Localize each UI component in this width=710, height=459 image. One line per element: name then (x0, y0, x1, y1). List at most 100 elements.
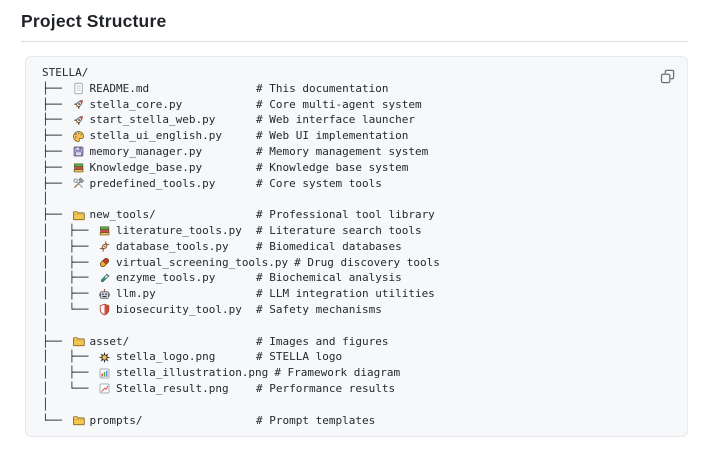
tree-branch: │ └── (42, 381, 95, 395)
tree-row: ├── memory_manager.py# Memory management… (42, 144, 671, 160)
file-name: README.md (89, 81, 150, 95)
tree-branch: └── (42, 413, 69, 427)
dir-name: new_tools/ (89, 208, 156, 222)
tree-row-left: ├── predefined_tools.py (42, 176, 250, 192)
file-name: stella_logo.png (115, 350, 216, 364)
comment: # Knowledge base system (256, 160, 409, 174)
file-name: database_tools.py (115, 239, 229, 253)
tree-branch: ├── (42, 144, 69, 158)
tree-row-left: │ └── Stella_result.png (42, 381, 250, 397)
comment: # Biomedical databases (256, 239, 402, 253)
chart-up-icon (98, 382, 111, 395)
tree-row: ├── README.md # This documentation (42, 81, 671, 97)
tree-row-left: │ ├── virtual_screening_tools.py (42, 255, 288, 271)
file-name: predefined_tools.py (89, 176, 216, 190)
readme-section: Project Structure STELLA/ ├── README.md # … (21, 11, 688, 438)
tree-branch: ├── (42, 334, 69, 348)
tree-row-left: STELLA/ (42, 65, 250, 81)
file-name: stella_core.py (89, 97, 183, 111)
comment: # Literature search tools (256, 223, 422, 237)
tree-row-left: │ (42, 191, 250, 207)
tree-branch: │ (42, 318, 49, 332)
dir-name: asset/ (89, 334, 130, 348)
folder-icon (72, 414, 85, 427)
tree-row-left: │ ├── enzyme_tools.py (42, 270, 250, 286)
tree-row: │ (42, 397, 671, 413)
rocket-icon (72, 114, 85, 127)
comment: # Safety mechanisms (256, 302, 382, 316)
dir-name: STELLA/ (42, 66, 89, 79)
tree-row-left: │ ├── llm.py (42, 286, 250, 302)
comment: # Drug discovery tools (294, 255, 440, 269)
tree-branch: │ ├── (42, 255, 95, 269)
section-heading: Project Structure (21, 11, 167, 31)
tree-row: └── prompts/# Prompt templates (42, 413, 671, 429)
comment: # Framework diagram (274, 366, 401, 380)
tree-row-left: └── prompts/ (42, 413, 250, 429)
tree-branch: ├── (42, 113, 69, 127)
file-name: Knowledge_base.py (89, 160, 203, 174)
tree-branch: │ ├── (42, 271, 95, 285)
file-name: virtual_screening_tools.py (115, 255, 289, 269)
comment: # Core multi-agent system (256, 97, 422, 111)
tree-branch: │ ├── (42, 350, 95, 364)
tree-row: ├── start_stella_web.py # Web interface l… (42, 112, 671, 128)
tree-branch: │ ├── (42, 239, 95, 253)
tree-row-left: ├── new_tools/ (42, 207, 250, 223)
shield-icon (98, 303, 111, 316)
tree-row: │ └── Stella_result.png # Performance res… (42, 381, 671, 397)
tree-row: │ (42, 318, 671, 334)
file-name: llm.py (115, 287, 156, 301)
books-icon (98, 224, 111, 237)
copy-button[interactable] (654, 63, 680, 89)
code-block: STELLA/ ├── README.md # This documentation… (25, 56, 688, 438)
tree-row: │ ├── stella_illustration.png# Framework… (42, 365, 671, 381)
comment: # This documentation (256, 81, 389, 95)
file-name: enzyme_tools.py (115, 271, 216, 285)
tree-branch: ├── (42, 129, 69, 143)
palette-icon (72, 130, 85, 143)
floppy-disk-icon (72, 145, 85, 158)
tree-row-left: ├── memory_manager.py (42, 144, 250, 160)
tree-row: │ ├── literature_tools.py# Literature se… (42, 223, 671, 239)
tree-row-left: ├── stella_ui_english.py (42, 128, 250, 144)
tree-branch: │ ├── (42, 366, 95, 380)
copy-icon (660, 69, 675, 84)
tree-row: │ └── biosecurity_tool.py # Safety mechan… (42, 302, 671, 318)
tree-row-left: │ ├── stella_logo.png (42, 349, 250, 365)
file-name: literature_tools.py (115, 223, 242, 237)
section-divider (21, 41, 688, 42)
tree-row-left: │ └── biosecurity_tool.py (42, 302, 250, 318)
folder-icon (72, 335, 85, 348)
comment: # Performance results (256, 381, 396, 395)
tree-row: ├── predefined_tools.py # Core system too… (42, 176, 671, 192)
dir-name: prompts/ (89, 413, 143, 427)
comment: # STELLA logo (256, 350, 343, 364)
bar-chart-icon (98, 367, 111, 380)
file-name: start_stella_web.py (89, 113, 216, 127)
tree-row: │ ├── database_tools.py # Biomedical data… (42, 239, 671, 255)
tree-row: ├── stella_ui_english.py# Web UI impleme… (42, 128, 671, 144)
pill-icon (98, 256, 111, 269)
comment: # LLM integration utilities (256, 287, 435, 301)
hammer-wrench-icon (72, 177, 85, 190)
tree-row-left: │ (42, 318, 250, 334)
comment: # Images and figures (256, 334, 389, 348)
comment: # Web interface launcher (256, 113, 415, 127)
tree-row: │ ├── stella_logo.png # STELLA logo (42, 349, 671, 365)
tree-branch: │ ├── (42, 287, 95, 301)
dna-icon (98, 240, 111, 253)
tree-branch: ├── (42, 176, 69, 190)
tree-branch: ├── (42, 208, 69, 222)
file-name: stella_ui_english.py (89, 129, 222, 143)
books-icon (72, 161, 85, 174)
file-name: biosecurity_tool.py (115, 302, 242, 316)
comment: # Core system tools (256, 176, 382, 190)
tree-row: │ ├── enzyme_tools.py# Biochemical analy… (42, 270, 671, 286)
file-tree: STELLA/ ├── README.md # This documentation… (42, 65, 671, 428)
tree-branch: ├── (42, 81, 69, 95)
tree-row-left: ├── start_stella_web.py (42, 112, 250, 128)
tree-row: ├── asset/ # Images and figures (42, 334, 671, 350)
tree-branch: ├── (42, 160, 69, 174)
tree-branch: │ (42, 397, 49, 411)
